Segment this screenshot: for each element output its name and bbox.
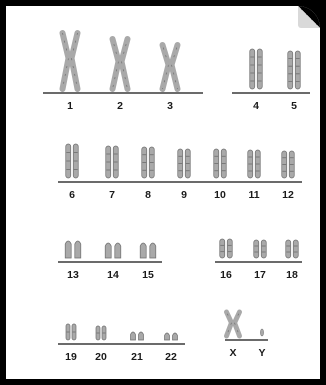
chromosome-label-15: 15 [142,269,154,281]
chromosome-pair-1 [63,33,78,89]
chromosome-label-13: 13 [67,269,79,281]
chromosome-pair-16 [220,239,233,258]
chromosome-label-17: 17 [254,269,266,281]
chromosome-label-19: 19 [65,351,77,363]
chromosome-label-5: 5 [291,100,297,112]
chromosome-pair-8 [142,147,155,178]
chromosome-label-20: 20 [95,351,107,363]
chromosome-label-11: 11 [248,189,259,201]
chromosome-pair-6 [66,144,79,178]
chromosome-pair-4 [250,49,263,89]
chromosome-pair-10 [214,149,227,178]
chromosome-pair-22 [165,333,178,340]
chromosome-label-x: X [229,347,236,359]
chromosome-pair-14 [105,243,121,258]
chromosome-label-14: 14 [107,269,119,281]
chromosome-pair-21 [131,332,144,340]
page-fold-corner [298,6,320,28]
chromosome-label-12: 12 [282,189,294,201]
chromosome-label-2: 2 [117,100,123,112]
chromosome-label-22: 22 [165,351,177,363]
chromosome-label-9: 9 [181,189,187,201]
chromosome-pair-3 [163,45,178,89]
chromosome-pair-7 [106,146,119,178]
chromosome-label-7: 7 [109,189,115,201]
chromosome-label-3: 3 [167,100,173,112]
chromosome-pair-11 [248,150,261,178]
chromosome-pair-12 [282,151,295,178]
chromosome-pair-5 [288,51,301,89]
chromosome-pair-18 [286,240,299,258]
chromosome-label-4: 4 [253,100,259,112]
chromosome-pair-13 [65,241,81,258]
chromosome-pair-17 [254,240,267,258]
chromosome-label-10: 10 [214,189,226,201]
chromosome-pair-19 [66,324,76,340]
chromosome-pair-2 [113,39,128,89]
chromosome-label-6: 6 [69,189,75,201]
chromosome-pair-x [227,312,240,336]
chromosome-label-18: 18 [286,269,298,281]
chromosome-pair-20 [96,326,106,340]
chromosome-pair-y [261,329,264,336]
chromosome-label-8: 8 [145,189,151,201]
chromosome-label-21: 21 [131,351,143,363]
chromosome-pair-9 [178,149,191,178]
chromosome-label-1: 1 [67,100,73,112]
chromosome-label-y: Y [258,347,265,359]
chromosome-label-16: 16 [220,269,232,281]
chromosome-pair-15 [140,243,156,258]
